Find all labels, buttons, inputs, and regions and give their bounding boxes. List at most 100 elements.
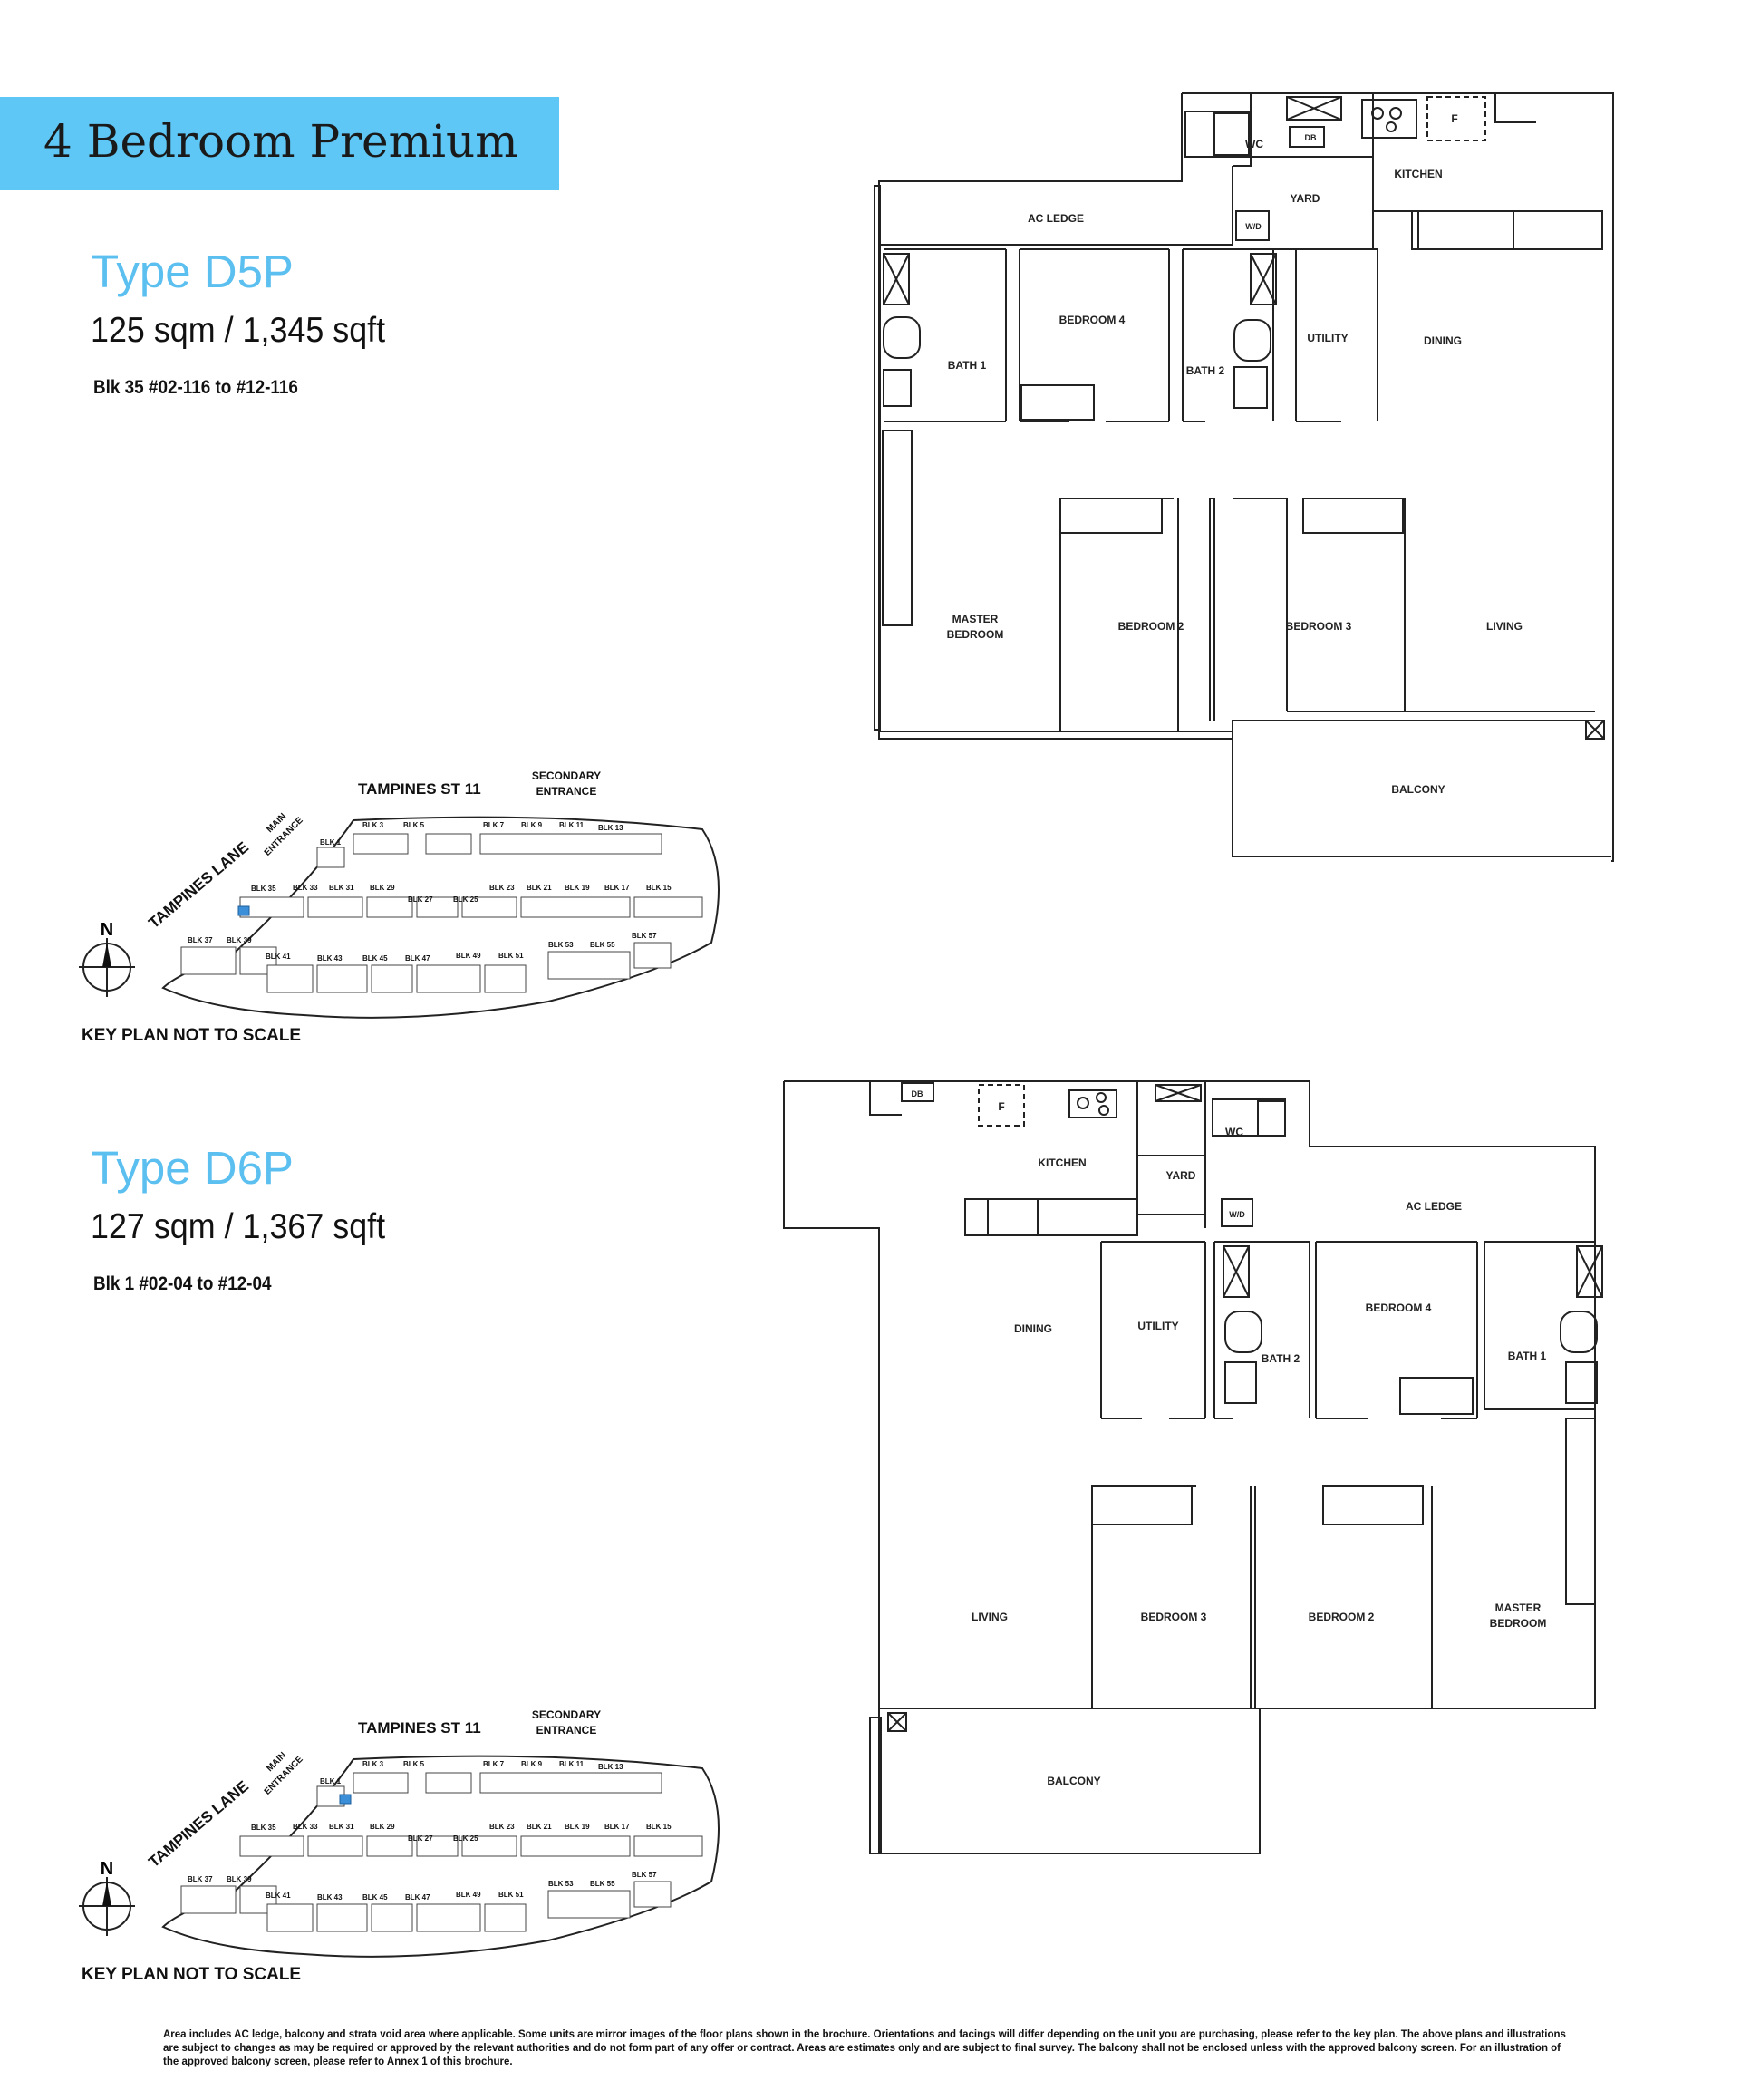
- room-label: UTILITY: [1137, 1320, 1178, 1332]
- svg-text:BLK 55: BLK 55: [590, 1880, 615, 1888]
- svg-text:BLK 47: BLK 47: [405, 1893, 430, 1902]
- unit-type-d6p-title: Type D6P: [91, 1142, 294, 1194]
- svg-text:BLK 45: BLK 45: [362, 1893, 388, 1902]
- svg-text:BLK 55: BLK 55: [590, 941, 615, 949]
- room-label: BEDROOM 4: [1059, 314, 1126, 326]
- svg-text:BLK 39: BLK 39: [227, 936, 252, 944]
- unit-type-d6p-blocks: Blk 1 #02-04 to #12-04: [93, 1273, 272, 1294]
- svg-text:BLK 37: BLK 37: [188, 936, 213, 944]
- svg-text:BLK 23: BLK 23: [489, 1823, 515, 1831]
- entrance-label: ENTRANCE: [536, 1724, 597, 1737]
- room-label: AC LEDGE: [1406, 1200, 1462, 1213]
- room-label: MASTER: [1495, 1602, 1542, 1614]
- unit-type-d5p-blocks: Blk 35 #02-116 to #12-116: [93, 377, 298, 398]
- svg-text:BLK 53: BLK 53: [548, 1880, 574, 1888]
- svg-text:BLK 13: BLK 13: [598, 824, 624, 832]
- svg-text:BLK 57: BLK 57: [632, 932, 657, 940]
- room-label: WC: [1245, 138, 1263, 150]
- svg-text:BLK 1: BLK 1: [320, 838, 342, 847]
- svg-text:BLK 9: BLK 9: [521, 1760, 543, 1768]
- svg-text:BLK 49: BLK 49: [456, 1891, 481, 1899]
- svg-text:BLK 51: BLK 51: [498, 1891, 524, 1899]
- svg-text:BLK 45: BLK 45: [362, 954, 388, 963]
- svg-text:BLK 9: BLK 9: [521, 821, 543, 829]
- svg-text:BLK 53: BLK 53: [548, 941, 574, 949]
- road-label: TAMPINES ST 11: [358, 1719, 481, 1737]
- svg-text:BLK 41: BLK 41: [266, 953, 291, 961]
- entrance-label: SECONDARY: [532, 1708, 601, 1721]
- svg-text:BLK 5: BLK 5: [403, 821, 425, 829]
- svg-text:BLK 21: BLK 21: [527, 884, 552, 892]
- room-label: BATH 1: [948, 359, 987, 372]
- svg-text:BLK 19: BLK 19: [565, 1823, 590, 1831]
- svg-text:BLK 35: BLK 35: [251, 885, 276, 893]
- svg-text:BLK 3: BLK 3: [362, 821, 384, 829]
- room-label: BEDROOM: [947, 628, 1004, 641]
- room-label: WC: [1225, 1126, 1243, 1138]
- svg-text:BLK 49: BLK 49: [456, 952, 481, 960]
- svg-text:BLK 35: BLK 35: [251, 1824, 276, 1832]
- room-label: DINING: [1014, 1322, 1052, 1335]
- svg-text:BLK 51: BLK 51: [498, 952, 524, 960]
- svg-text:BLK 37: BLK 37: [188, 1875, 213, 1883]
- room-label: F: [1451, 112, 1457, 125]
- floor-plan-d5p: WC DB KITCHEN F YARD W/D AC LEDGE BEDROO…: [874, 92, 1614, 862]
- key-plan-buildings: [180, 833, 703, 993]
- svg-text:BLK 7: BLK 7: [483, 1760, 505, 1768]
- room-label: BATH 2: [1262, 1352, 1300, 1365]
- svg-text:BLK 7: BLK 7: [483, 821, 505, 829]
- room-label: BEDROOM 3: [1286, 620, 1352, 633]
- svg-text:BLK 33: BLK 33: [293, 884, 318, 892]
- road-label: TAMPINES LANE: [145, 1777, 252, 1871]
- room-label: KITCHEN: [1038, 1156, 1086, 1169]
- svg-text:BLK 47: BLK 47: [405, 954, 430, 963]
- floor-plan-d6p: WC DB KITCHEN F YARD W/D AC LEDGE BEDROO…: [783, 1080, 1603, 1854]
- room-label: DB: [1305, 133, 1317, 142]
- block-labels: BLK 1 BLK 3 BLK 5 BLK 7 BLK 9 BLK 11 BLK…: [188, 821, 672, 963]
- road-label: TAMPINES LANE: [145, 838, 252, 932]
- room-label: KITCHEN: [1394, 168, 1442, 180]
- room-label: YARD: [1290, 192, 1320, 205]
- svg-text:BLK 29: BLK 29: [370, 1823, 395, 1831]
- north-label: N: [101, 1859, 113, 1879]
- key-plan-d6p: TAMPINES ST 11 TAMPINES LANE SECONDARY E…: [79, 1708, 720, 1958]
- room-label: BEDROOM 2: [1309, 1611, 1375, 1623]
- room-label: BEDROOM 4: [1366, 1302, 1432, 1314]
- svg-text:BLK 39: BLK 39: [227, 1875, 252, 1883]
- room-label: BEDROOM 2: [1118, 620, 1184, 633]
- room-label: BATH 1: [1508, 1350, 1547, 1362]
- room-label: BEDROOM 3: [1141, 1611, 1207, 1623]
- svg-text:BLK 5: BLK 5: [403, 1760, 425, 1768]
- road-label: TAMPINES ST 11: [358, 780, 481, 798]
- unit-type-d6p-area: 127 sqm / 1,367 sqft: [91, 1207, 386, 1246]
- svg-text:BLK 15: BLK 15: [646, 884, 672, 892]
- room-label: BEDROOM: [1490, 1617, 1547, 1630]
- room-label: LIVING: [972, 1611, 1008, 1623]
- room-label: F: [998, 1100, 1004, 1113]
- svg-text:BLK 3: BLK 3: [362, 1760, 384, 1768]
- svg-text:BLK 27: BLK 27: [408, 1834, 433, 1843]
- svg-text:BLK 11: BLK 11: [559, 821, 585, 829]
- north-compass: N: [79, 1859, 135, 1936]
- unit-type-d5p-title: Type D5P: [91, 246, 294, 297]
- svg-text:BLK 21: BLK 21: [527, 1823, 552, 1831]
- key-plan-d5p: TAMPINES ST 11 TAMPINES LANE SECONDARY E…: [79, 769, 720, 1019]
- room-label: YARD: [1166, 1169, 1196, 1182]
- room-label: UTILITY: [1307, 332, 1348, 344]
- svg-text:BLK 43: BLK 43: [317, 954, 343, 963]
- room-label: LIVING: [1486, 620, 1522, 633]
- entrance-label: SECONDARY: [532, 769, 601, 782]
- key-plan-highlight: [237, 905, 250, 916]
- svg-text:BLK 43: BLK 43: [317, 1893, 343, 1902]
- svg-text:BLK 27: BLK 27: [408, 895, 433, 904]
- svg-text:BLK 57: BLK 57: [632, 1871, 657, 1879]
- svg-text:BLK 31: BLK 31: [329, 1823, 354, 1831]
- room-label: W/D: [1229, 1210, 1245, 1219]
- svg-text:BLK 15: BLK 15: [646, 1823, 672, 1831]
- north-label: N: [101, 920, 113, 940]
- north-compass: N: [79, 920, 135, 997]
- key-plan-highlight: [339, 1794, 352, 1805]
- svg-text:BLK 17: BLK 17: [604, 884, 630, 892]
- room-label: BATH 2: [1186, 364, 1225, 377]
- unit-type-d5p-area: 125 sqm / 1,345 sqft: [91, 311, 386, 350]
